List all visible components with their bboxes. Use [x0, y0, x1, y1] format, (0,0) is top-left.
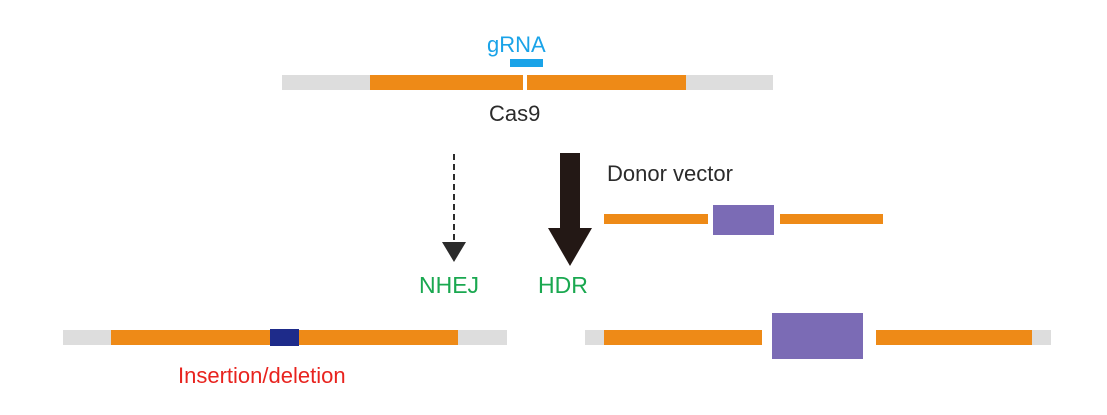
indel-mark	[270, 329, 299, 346]
nhej-segment-left	[111, 330, 270, 345]
target-dna-segment-left	[370, 75, 523, 90]
indel-label: Insertion/deletion	[178, 365, 346, 387]
indel-label-part: nsertion/de	[184, 363, 293, 388]
donor-insert	[713, 205, 774, 235]
nhej-flank-left	[63, 330, 111, 345]
grna-label: gRNA	[487, 32, 546, 57]
indel-label-highlight-l: l	[292, 363, 298, 388]
indel-label-highlight-i: I	[178, 363, 185, 388]
donor-arm-right	[780, 214, 883, 224]
dashed-down-arrow-icon	[442, 154, 466, 262]
nhej-flank-right	[458, 330, 507, 345]
target-dna-flank-left	[282, 75, 370, 90]
cas9-label: Cas9	[489, 101, 541, 126]
target-dna-flank-right	[686, 75, 773, 90]
hdr-insert	[772, 313, 863, 359]
hdr-flank-left	[585, 330, 604, 345]
hdr-segment-left	[604, 330, 762, 345]
bold-down-arrow-icon	[548, 153, 592, 266]
indel-label-part: etion	[297, 363, 346, 388]
nhej-segment-right	[299, 330, 458, 345]
hdr-label: HDR	[538, 272, 588, 298]
donor-vector-label: Donor vector	[607, 161, 733, 186]
grna-bar	[510, 59, 543, 67]
hdr-flank-right	[1032, 330, 1051, 345]
nhej-label: NHEJ	[419, 272, 480, 298]
hdr-segment-right	[876, 330, 1032, 345]
target-dna-segment-right	[527, 75, 686, 90]
donor-arm-left	[604, 214, 708, 224]
